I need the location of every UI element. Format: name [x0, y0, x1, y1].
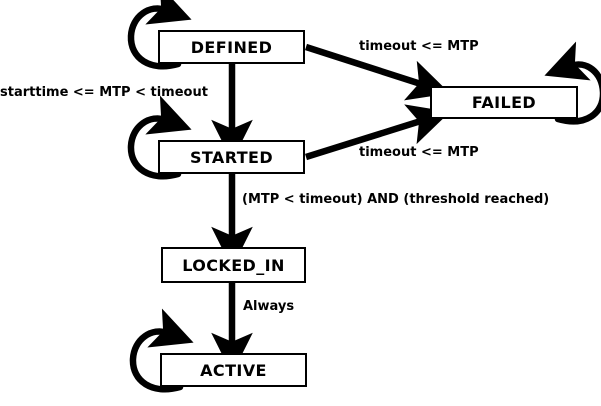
edge-started-self-loop — [127, 95, 192, 180]
edge-active-self-loop — [129, 308, 194, 393]
state-node-locked-in[interactable]: LOCKED_IN — [161, 247, 306, 283]
state-label-locked-in: LOCKED_IN — [182, 255, 285, 275]
state-label-active: ACTIVE — [200, 360, 267, 380]
edge-label-started-failed: timeout <= MTP — [359, 145, 479, 160]
edge-label-locked-in-active: Always — [243, 299, 295, 314]
state-node-failed[interactable]: FAILED — [430, 86, 578, 119]
state-node-active[interactable]: ACTIVE — [160, 353, 307, 387]
edge-defined-self-loop — [127, 0, 192, 70]
edge-label-defined-self: starttime <= MTP < timeout — [0, 85, 208, 100]
edge-label-defined-failed: timeout <= MTP — [359, 39, 479, 54]
state-node-started[interactable]: STARTED — [158, 140, 305, 174]
edge-label-started-locked-in: (MTP < timeout) AND (threshold reached) — [242, 192, 550, 207]
edge-started-to-failed — [305, 104, 451, 161]
state-label-defined: DEFINED — [190, 37, 273, 57]
state-node-defined[interactable]: DEFINED — [158, 30, 305, 64]
edge-failed-self-loop — [544, 41, 601, 125]
edge-defined-to-failed — [305, 43, 450, 101]
state-label-failed: FAILED — [471, 93, 537, 112]
state-label-started: STARTED — [189, 147, 274, 167]
